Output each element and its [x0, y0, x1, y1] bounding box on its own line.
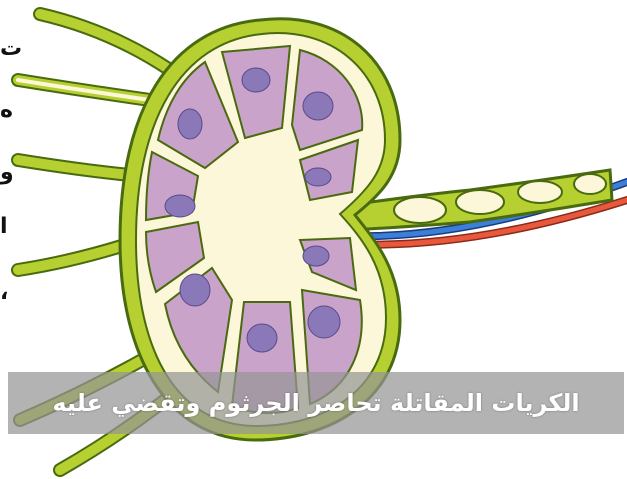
- nucleus: [308, 306, 340, 338]
- caption-band: الكريات المقاتلة تحاصر الجرثوم وتقضي علي…: [8, 372, 624, 434]
- nucleus: [178, 109, 202, 139]
- nucleus: [180, 274, 210, 306]
- nucleus: [303, 92, 333, 120]
- nucleus: [247, 324, 277, 352]
- side-text-char: ه: [0, 100, 18, 122]
- nucleus: [165, 195, 195, 217]
- nucleus: [303, 246, 329, 266]
- nucleus: [242, 68, 270, 92]
- caption-text: الكريات المقاتلة تحاصر الجرثوم وتقضي علي…: [52, 389, 579, 417]
- side-text-char: ،: [0, 282, 18, 304]
- nucleus: [305, 168, 331, 186]
- side-text-char: و: [0, 162, 18, 184]
- side-text-char: ت: [0, 38, 18, 60]
- side-text-char: ا: [0, 216, 18, 238]
